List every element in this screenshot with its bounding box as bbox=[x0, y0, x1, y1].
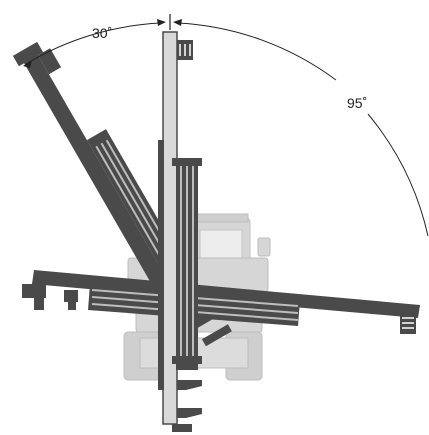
mast-horizontal-foot bbox=[34, 298, 44, 310]
angle-arc-95 bbox=[177, 22, 337, 81]
mast-vertical-guide-cap bbox=[172, 356, 202, 364]
mast-horizontal-foot bbox=[64, 290, 78, 302]
mast-vertical-clamp bbox=[177, 408, 202, 418]
angle-arc-30 bbox=[25, 22, 161, 65]
arc-30-arrowhead-right bbox=[157, 19, 166, 26]
mast-tilted-beam bbox=[22, 51, 186, 320]
mast-vertical-guide-cap bbox=[172, 158, 202, 166]
mast-vertical-foot bbox=[172, 424, 192, 432]
arc-30-arrowhead-left bbox=[23, 60, 32, 68]
angle-arc-95-lower bbox=[367, 113, 429, 237]
mast-tilted-sheave bbox=[37, 48, 62, 75]
mast-vertical-stripe bbox=[192, 166, 194, 364]
angle-label-95: 95˚ bbox=[347, 95, 367, 111]
angle-label-30: 30˚ bbox=[92, 25, 112, 41]
mast-vertical-stripe bbox=[186, 166, 188, 364]
mast-vertical bbox=[158, 31, 202, 432]
mast-horizontal-foot bbox=[68, 300, 76, 310]
arc-95-arrowhead-left bbox=[173, 19, 182, 26]
mast-horizontal-head bbox=[22, 284, 46, 298]
mast-vertical-sideplate bbox=[158, 140, 164, 390]
cab-roof bbox=[195, 213, 249, 223]
mast-tilted-clamp bbox=[201, 324, 232, 347]
mast-tilted-head bbox=[12, 41, 44, 67]
side-light bbox=[257, 237, 271, 257]
mast-horizontal-beam bbox=[32, 270, 420, 318]
mast-vertical-beam bbox=[162, 31, 178, 425]
mast-vertical-clamp bbox=[177, 380, 202, 390]
mast-vertical-stripe bbox=[180, 166, 182, 364]
